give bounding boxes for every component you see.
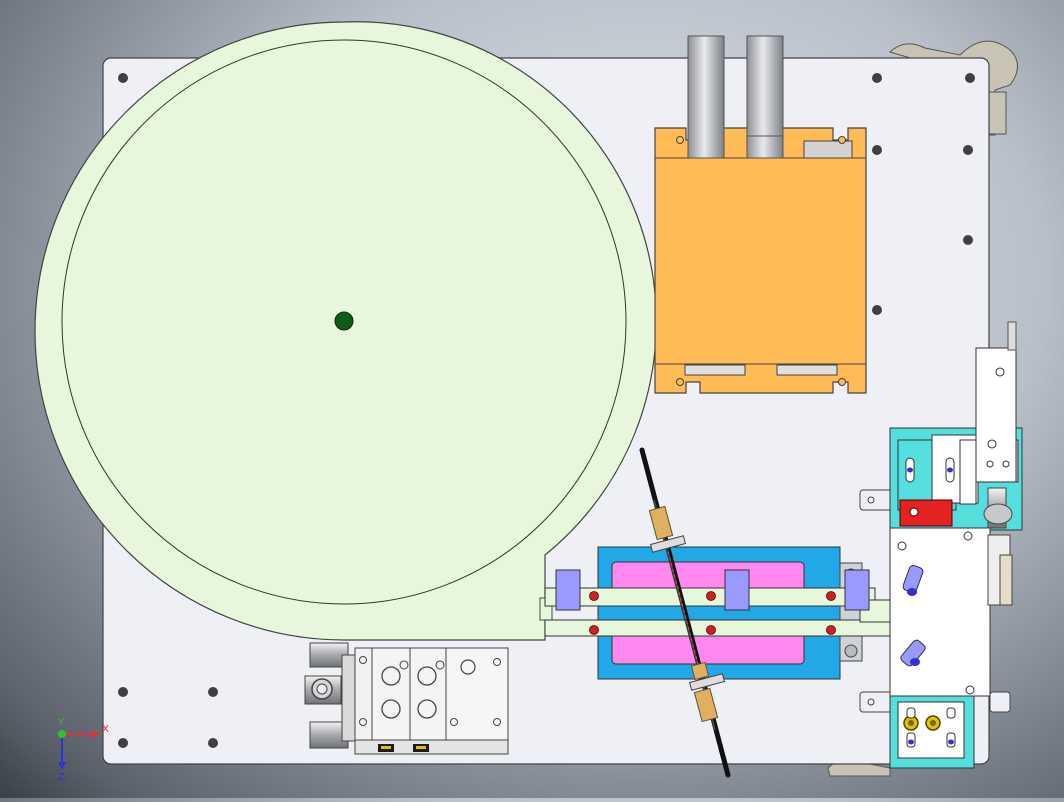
axis-label-z: Z xyxy=(58,772,65,783)
slide-pad-bottom xyxy=(611,631,805,665)
probe-pin[interactable] xyxy=(639,447,731,778)
axis-label-x: X xyxy=(102,724,109,735)
sensor-bracket xyxy=(975,347,1017,483)
bowl-feeder[interactable] xyxy=(34,21,657,641)
hub-bolt-icon xyxy=(334,311,354,331)
valve-manifold[interactable] xyxy=(304,642,509,755)
plate-mounting-holes xyxy=(118,73,975,748)
xyz-axis-triad-icon: X Y Z xyxy=(57,717,109,783)
stop-block xyxy=(899,499,953,527)
linear-slide-assembly[interactable] xyxy=(544,546,916,680)
controller-box[interactable] xyxy=(654,127,867,394)
axis-label-y: Y xyxy=(57,717,65,728)
vertical-cylinders[interactable] xyxy=(687,35,784,159)
main-carriage-block xyxy=(889,527,991,697)
air-fittings[interactable] xyxy=(899,564,926,667)
clamp-block-mid xyxy=(724,569,750,611)
clamp-block-right xyxy=(844,569,870,611)
clamp-block-left xyxy=(555,569,581,611)
right-bracket-assembly[interactable] xyxy=(859,321,1023,769)
